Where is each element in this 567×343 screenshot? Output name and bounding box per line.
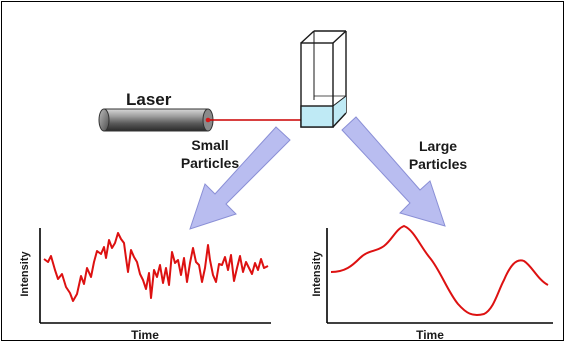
large-particles-signal bbox=[330, 224, 549, 316]
large-particles-line-2: Particles bbox=[408, 156, 468, 172]
large-particles-label: Large Particles bbox=[398, 137, 478, 173]
small-particles-line-1: Small bbox=[191, 137, 229, 153]
small-particles-label: Small Particles bbox=[170, 136, 250, 172]
cuvette-liquid bbox=[301, 96, 346, 127]
cuvette-icon bbox=[300, 30, 347, 128]
left-x-axis-label: Time bbox=[131, 328, 159, 342]
left-axes bbox=[39, 228, 271, 324]
right-x-axis-label: Time bbox=[416, 328, 444, 342]
small-particles-signal bbox=[43, 232, 269, 302]
right-axes bbox=[326, 228, 553, 324]
right-y-axis-label: Intensity bbox=[311, 251, 323, 297]
large-particles-line-1: Large bbox=[418, 138, 458, 154]
small-particles-line-2: Particles bbox=[180, 155, 240, 171]
laser-label: Laser bbox=[126, 90, 172, 109]
left-y-axis-label: Intensity bbox=[19, 251, 31, 297]
arrow-small-particles bbox=[189, 126, 291, 230]
laser-cylinder-icon bbox=[98, 108, 214, 132]
arrow-large-particles bbox=[341, 116, 446, 227]
